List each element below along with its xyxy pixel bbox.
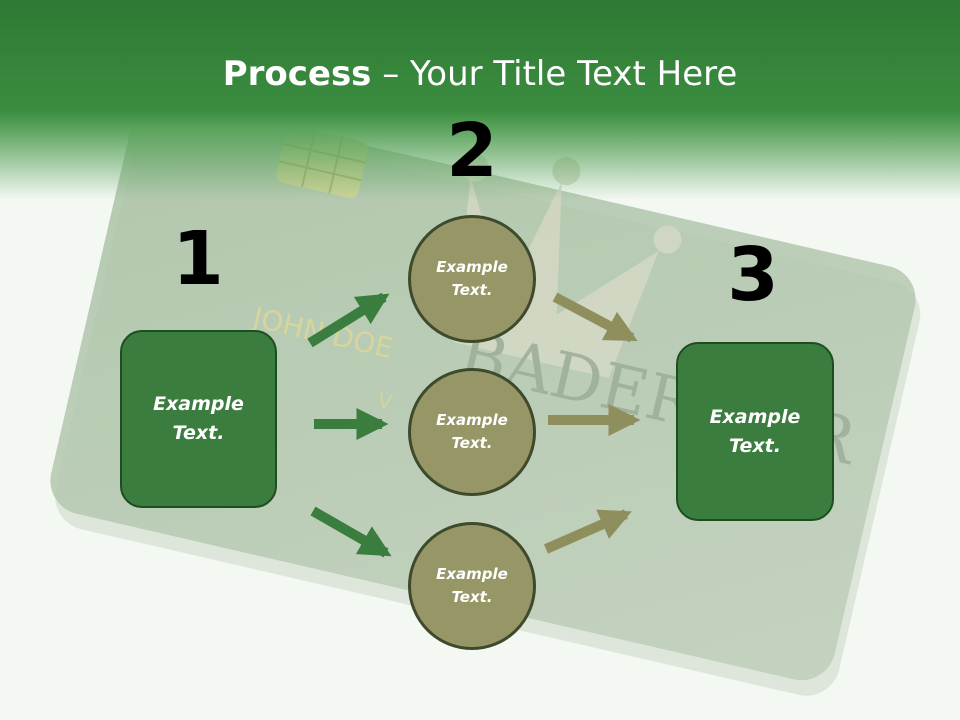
arrow-1-to-2c	[310, 506, 392, 558]
arrow-2a-to-3	[552, 292, 638, 343]
step-3-box[interactable]: Example Text.	[676, 342, 834, 521]
step-number-1: 1	[172, 216, 224, 302]
step-1-label: Example Text.	[153, 393, 244, 444]
title-bold: Process	[222, 54, 372, 94]
page-title: Process – Your Title Text Here	[0, 52, 960, 96]
step-2-circle-1-label: Example Text.	[436, 258, 508, 299]
title-rest: – Your Title Text Here	[371, 54, 738, 94]
step-2-circle-2-label: Example Text.	[436, 411, 508, 452]
step-2-circle-3[interactable]: Example Text.	[408, 522, 536, 650]
step-3-label: Example Text.	[709, 405, 801, 457]
step-number-2: 2	[446, 108, 498, 194]
step-2-circle-1[interactable]: Example Text.	[408, 215, 536, 343]
step-2-circle-3-label: Example Text.	[436, 565, 508, 606]
header-band	[0, 0, 960, 200]
arrow-1-to-2a	[307, 292, 390, 348]
card-small-text: V	[375, 388, 394, 415]
arrow-2c-to-3	[543, 509, 632, 554]
step-2-circle-2[interactable]: Example Text.	[408, 368, 536, 496]
step-number-3: 3	[727, 232, 779, 318]
step-1-box[interactable]: Example Text.	[120, 330, 277, 508]
